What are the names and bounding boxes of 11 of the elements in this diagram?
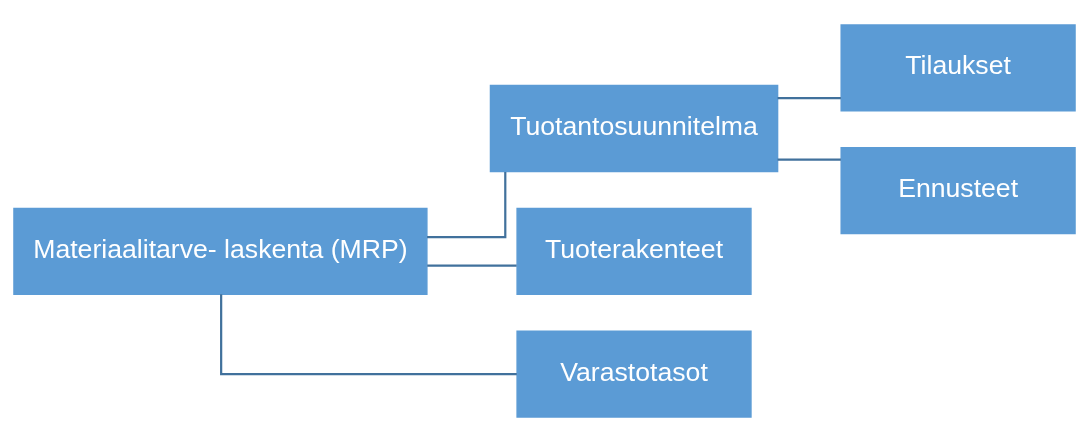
connector [427, 264, 517, 267]
connector [777, 97, 841, 100]
node-box: Ennusteet [840, 147, 1076, 235]
connector [427, 172, 507, 239]
node-box: Tuoterakenteet [516, 207, 752, 295]
node-box: Tuotantosuunnitelma [489, 84, 779, 173]
connector [777, 158, 841, 161]
connector [220, 294, 517, 376]
node-box: Materiaalitarve- laskenta (MRP) [13, 207, 428, 295]
node-box: Varastotasot [516, 330, 752, 418]
node-box: Tilaukset [840, 24, 1076, 112]
